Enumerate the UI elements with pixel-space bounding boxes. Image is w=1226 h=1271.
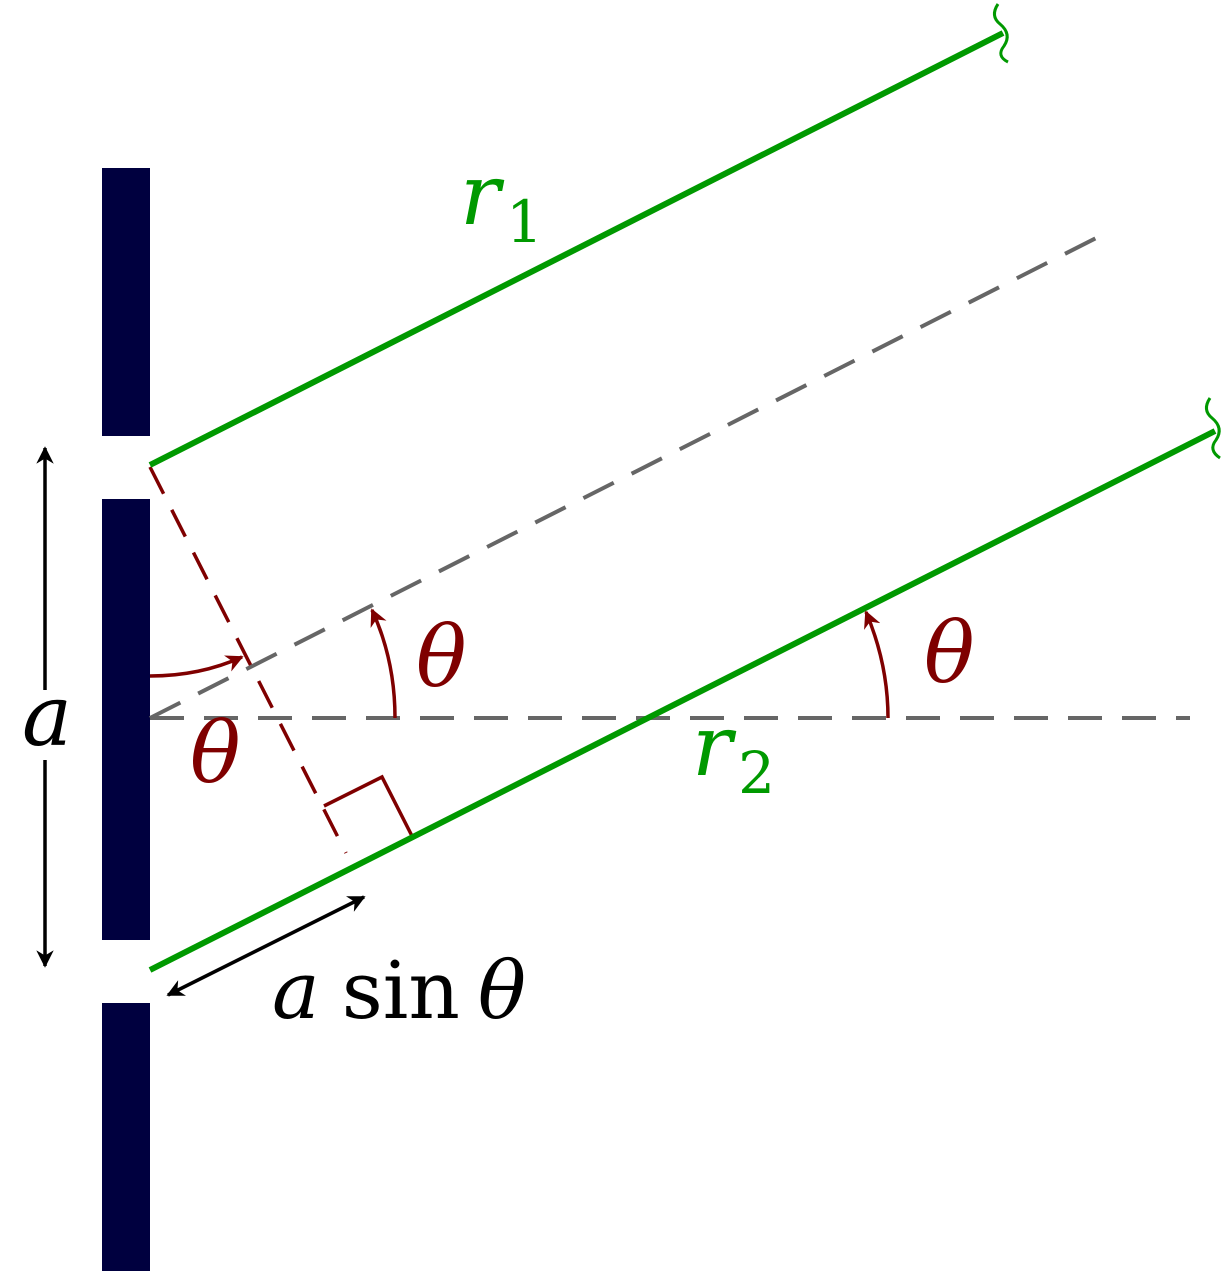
theta-arc-center (370, 608, 397, 719)
theta-arc-right (864, 610, 890, 719)
ray-r2 (148, 428, 1217, 973)
path-difference-arrow (166, 895, 366, 997)
theta-arc-left (149, 655, 244, 678)
ray-r1-break (993, 3, 1009, 64)
label-theta-upper: θ (416, 608, 467, 706)
barrier-top (102, 168, 150, 436)
label-theta-left: θ (190, 704, 241, 802)
wavefront-perpendicular (148, 466, 348, 854)
right-angle-marker (323, 774, 414, 837)
ray-r2-break (1205, 397, 1221, 460)
central-ray-dashed (149, 228, 1113, 720)
barrier-middle (102, 499, 150, 940)
barrier-bottom (102, 1003, 150, 1271)
label-slit-width: a (22, 667, 72, 765)
ray-r1 (148, 30, 1005, 468)
label-theta-right: θ (924, 604, 975, 702)
